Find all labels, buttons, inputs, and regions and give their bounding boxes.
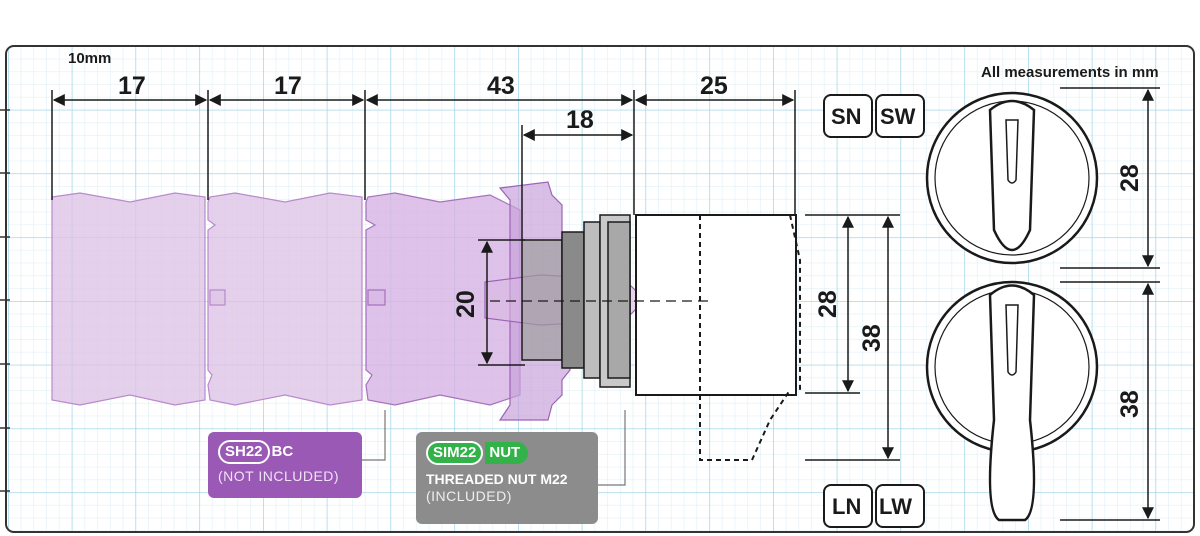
knob-short-handle bbox=[925, 91, 1099, 265]
svg-text:SW: SW bbox=[880, 104, 916, 129]
dim-top-4: 25 bbox=[700, 72, 728, 100]
contact-block-note: (NOT INCLUDED) bbox=[218, 468, 340, 484]
dim-top-2: 17 bbox=[274, 72, 302, 100]
nut-note: (INCLUDED) bbox=[426, 488, 512, 504]
scale-label: 10mm bbox=[68, 50, 111, 67]
dim-knob-bottom: 38 bbox=[1116, 390, 1144, 418]
dim-top-1: 17 bbox=[118, 72, 146, 100]
knob-dims bbox=[1060, 87, 1160, 521]
dim-20: 20 bbox=[452, 290, 480, 318]
knob-long-handle bbox=[925, 280, 1099, 522]
badge-ln: LN bbox=[823, 484, 873, 528]
badge-sw: SW bbox=[875, 94, 925, 138]
dim-top-3: 43 bbox=[487, 72, 515, 100]
dim-knob-top: 28 bbox=[1116, 164, 1144, 192]
left-ticks bbox=[0, 109, 10, 492]
svg-text:LN: LN bbox=[832, 494, 861, 519]
dim-28-38-lines bbox=[805, 214, 900, 461]
dim-28-left: 28 bbox=[814, 290, 842, 318]
contact-block-suffix: BC bbox=[271, 443, 294, 460]
svg-text:SN: SN bbox=[831, 104, 862, 129]
dim-38-left: 38 bbox=[858, 324, 886, 352]
dim-20-line bbox=[478, 239, 525, 366]
top-dimensions bbox=[51, 90, 796, 240]
contact-block-1 bbox=[51, 192, 206, 406]
contact-block-2 bbox=[207, 192, 363, 406]
leader-lines bbox=[362, 410, 626, 486]
knob-side-view bbox=[635, 214, 801, 461]
contact-block-code: SH22 bbox=[218, 440, 270, 464]
badge-sn: SN bbox=[823, 94, 873, 138]
badge-lw: LW bbox=[875, 484, 925, 528]
nut-title: THREADED NUT M22 bbox=[426, 471, 568, 487]
nut-code: SIM22 bbox=[426, 441, 484, 465]
dim-nut: 18 bbox=[566, 106, 594, 134]
measurement-note: All measurements in mm bbox=[981, 64, 1159, 81]
nut-suffix: NUT bbox=[485, 442, 529, 464]
svg-text:LW: LW bbox=[879, 494, 912, 519]
